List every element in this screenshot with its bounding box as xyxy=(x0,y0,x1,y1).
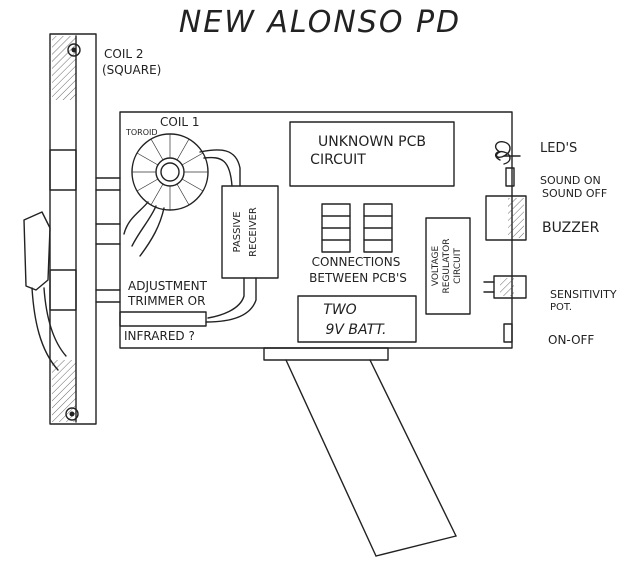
handle-grip xyxy=(23,211,67,371)
pcb-connectors xyxy=(321,203,393,253)
connections-label-2: BETWEEN PCB'S xyxy=(309,271,407,285)
unknown-pcb-label-2: CIRCUIT xyxy=(310,152,366,168)
coil2-bar xyxy=(49,33,97,425)
adjustment-label-1: ADJUSTMENT xyxy=(128,279,208,293)
passive-receiver-label-1: PASSIVE xyxy=(232,211,243,252)
buzzer xyxy=(485,195,527,241)
on-off-label: ON-OFF xyxy=(548,333,594,347)
trimmer-bar xyxy=(119,311,207,327)
voltage-regulator-label-3: CIRCUIT xyxy=(453,248,463,284)
sensitivity-pot xyxy=(483,275,527,299)
toroid-label: TOROID xyxy=(125,128,158,137)
receiver-leads xyxy=(205,277,257,323)
sound-switch xyxy=(505,167,515,187)
leds-label: LED'S xyxy=(540,141,577,156)
buzzer-label: BUZZER xyxy=(542,220,600,236)
coil1-label: COIL 1 xyxy=(160,115,200,129)
sensitivity-label-2: POT. xyxy=(550,302,572,313)
sound-on-label: SOUND ON xyxy=(540,174,601,187)
coil2-mounts xyxy=(95,177,121,303)
battery-pack xyxy=(297,295,417,343)
battery-label-2: 9V BATT. xyxy=(326,322,387,338)
voltage-regulator xyxy=(425,217,471,315)
passive-receiver xyxy=(221,185,279,279)
page-title: NEW ALONSO PD xyxy=(179,5,461,40)
battery-label-1: TWO xyxy=(323,302,356,318)
sound-off-label: SOUND OFF xyxy=(542,187,607,200)
sensitivity-label-1: SENSITIVITY xyxy=(550,288,617,301)
toroid-leads xyxy=(123,149,241,257)
coil2-label: COIL 2 xyxy=(104,47,144,61)
coil2-shape-label: (SQUARE) xyxy=(102,63,161,77)
power-switch xyxy=(503,323,513,343)
unknown-pcb xyxy=(289,121,455,187)
adjustment-label-2: TRIMMER OR xyxy=(127,294,205,308)
passive-receiver-label-2: RECEIVER xyxy=(248,207,259,257)
toroid-coil xyxy=(131,133,209,211)
voltage-regulator-label-2: REGULATOR xyxy=(442,238,452,293)
unknown-pcb-label-1: UNKNOWN PCB xyxy=(318,134,426,150)
led-indicators xyxy=(494,140,521,165)
infrared-label: INFRARED ? xyxy=(124,329,195,343)
shaft xyxy=(263,347,457,557)
voltage-regulator-label-1: VOLTAGE xyxy=(431,246,441,287)
connections-label-1: CONNECTIONS xyxy=(312,255,401,269)
